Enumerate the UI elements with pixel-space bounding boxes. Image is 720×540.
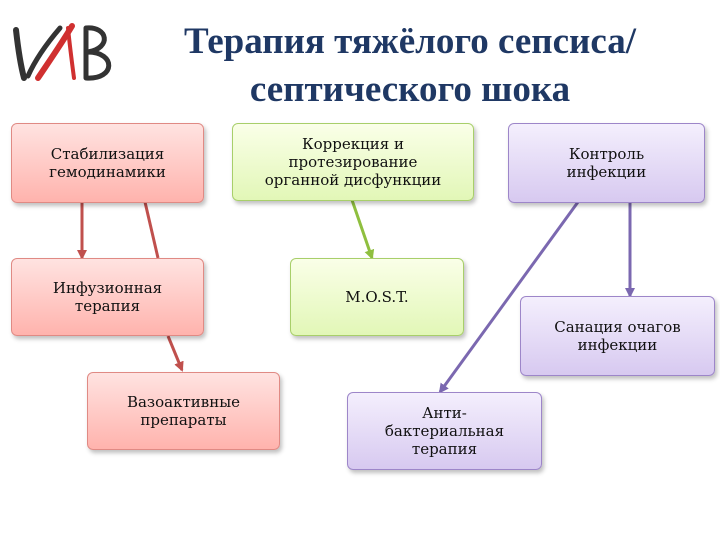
box-most: M.O.S.T. [290,258,464,336]
box-most-label: M.O.S.T. [345,288,409,306]
box-hemodynamics: Стабилизация гемодинамики [11,123,204,203]
line-hemo-to-vaso [143,201,160,259]
page-title: Терапия тяжёлого сепсиса/ септического ш… [120,18,700,114]
arrow-organ-to-most [350,199,375,260]
box-infusion-therapy: Инфузионная терапия [11,258,204,336]
box-organ-dysfunction: Коррекция и протезирование органной дисф… [232,123,474,201]
box-infusion-therapy-label: Инфузионная терапия [52,279,163,315]
arrow-infusion-to-vaso [166,335,184,372]
box-vasoactive: Вазоактивные препараты [87,372,280,450]
logo-mark [13,23,112,81]
box-hemodynamics-label: Стабилизация гемодинамики [49,145,166,181]
logo [8,8,126,88]
box-antibacterial-label: Анти- бактериальная терапия [384,404,505,458]
box-infection-control-label: Контроль инфекции [566,145,647,181]
box-antibacterial: Анти- бактериальная терапия [347,392,542,470]
arrow-infection-to-antibact [438,201,580,394]
box-infection-control: Контроль инфекции [508,123,705,203]
box-vasoactive-label: Вазоактивные препараты [126,393,241,429]
box-organ-dysfunction-label: Коррекция и протезирование органной дисф… [264,135,442,189]
box-sanation: Санация очагов инфекции [520,296,715,376]
box-sanation-label: Санация очагов инфекции [554,318,681,354]
page-title-text: Терапия тяжёлого сепсиса/ септического ш… [183,21,637,110]
